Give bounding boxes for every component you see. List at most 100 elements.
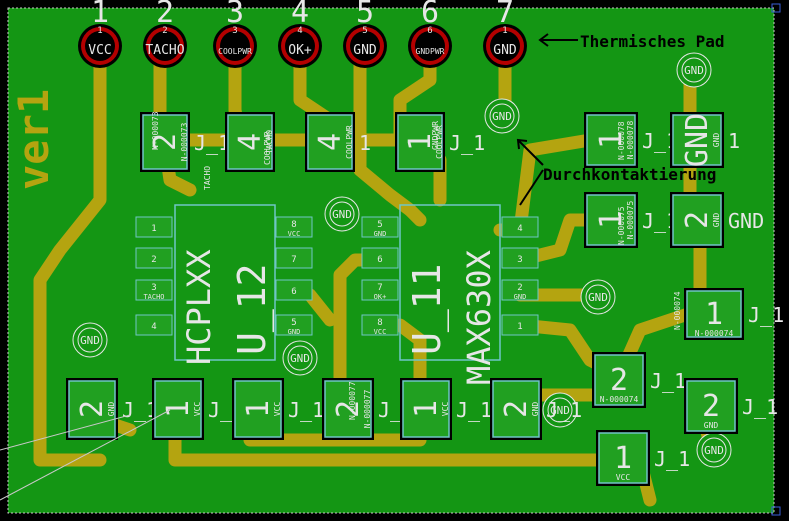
pad-ref: J_1 bbox=[288, 398, 324, 422]
pad-copper bbox=[68, 380, 116, 438]
pad-number: GND bbox=[680, 113, 715, 167]
pad-net: COOLPWR bbox=[345, 125, 354, 159]
via: GND bbox=[282, 340, 318, 376]
ic-pin-number: 4 bbox=[151, 322, 156, 332]
connector-pin-hole bbox=[220, 31, 250, 61]
pad-net: VCC bbox=[273, 402, 282, 417]
ic-pin-number: 6 bbox=[291, 287, 296, 297]
pad-copper bbox=[307, 114, 353, 170]
connector-pin-hole bbox=[490, 31, 520, 61]
pad-number: 2 bbox=[148, 133, 183, 151]
via-inner bbox=[77, 327, 103, 353]
via-label: GND bbox=[290, 352, 310, 365]
net-label: N-000078 bbox=[617, 121, 626, 160]
board-corner-mark bbox=[771, 3, 781, 13]
ic-left-ref: U_12 bbox=[230, 263, 275, 355]
via-label: GND bbox=[492, 110, 512, 123]
ic-pin-number: 7 bbox=[377, 283, 382, 293]
via: GND bbox=[324, 196, 360, 232]
arrow-line bbox=[519, 169, 544, 206]
pad-ref: J_1 bbox=[449, 131, 485, 155]
via: GND bbox=[676, 52, 712, 88]
pad-net: VCC bbox=[441, 402, 450, 417]
pad-number: 1 bbox=[594, 211, 629, 229]
pad-number: 2 bbox=[331, 400, 366, 418]
via: GND bbox=[72, 322, 108, 358]
connector-pin-label: GNDPWR bbox=[416, 47, 445, 56]
ic-pin-net: GND bbox=[374, 230, 387, 238]
via-label: GND bbox=[684, 64, 704, 77]
ic-right-value: MAX630X bbox=[460, 250, 498, 385]
connector-pin-num: 2 bbox=[162, 26, 167, 36]
connector-silk-number: 5 bbox=[356, 0, 374, 30]
connector-pin-label: OK+ bbox=[288, 43, 312, 58]
pad-net: N-000075 bbox=[626, 201, 635, 240]
via: GND bbox=[580, 279, 616, 315]
ic-pin-number: 5 bbox=[377, 220, 382, 230]
net-label: N-000075 bbox=[617, 206, 626, 245]
annotation-thermal-pad: Thermisches Pad bbox=[580, 32, 725, 51]
pad-net: N-000074 bbox=[600, 395, 639, 404]
pad-number: 1 bbox=[403, 133, 438, 151]
pad-copper bbox=[234, 380, 282, 438]
ic-pin-pad bbox=[361, 216, 399, 238]
net-label: COOLPWR bbox=[263, 131, 272, 165]
ic-pin-number: 3 bbox=[151, 283, 156, 293]
via-inner bbox=[489, 103, 515, 129]
pad-copper bbox=[402, 380, 450, 438]
connector-pin-label: COOLPWR bbox=[218, 47, 252, 56]
ic-pin-number: 1 bbox=[151, 224, 156, 234]
ic-pin-number: 2 bbox=[517, 283, 522, 293]
ic-pin-net: VCC bbox=[288, 230, 301, 238]
ic-pin-number: 1 bbox=[517, 322, 522, 332]
ic-pin-pad bbox=[275, 314, 313, 336]
pad-copper bbox=[142, 114, 188, 170]
ic-pin-net: OK+ bbox=[374, 293, 387, 301]
pad-net: COOLPWR bbox=[435, 125, 444, 159]
pad-net: N-000077 bbox=[363, 390, 372, 429]
ic-right-ref: U_11 bbox=[405, 263, 450, 355]
via-inner bbox=[585, 284, 611, 310]
ic-pin-pad bbox=[135, 279, 173, 301]
pad-net: GND bbox=[107, 402, 116, 417]
connector-pin-label: VCC bbox=[88, 43, 111, 58]
net-label: N-000074 bbox=[673, 291, 682, 330]
connector-silk-number: 2 bbox=[156, 0, 174, 30]
pad-number: 4 bbox=[233, 133, 268, 151]
pad-ref: J_1 bbox=[748, 303, 784, 327]
ic-pin-net: VCC bbox=[374, 328, 387, 336]
net-label: TACHO bbox=[203, 166, 212, 190]
ic-pin-number: 5 bbox=[291, 318, 296, 328]
connector-pin-label: GND bbox=[353, 43, 377, 58]
via-label: GND bbox=[704, 444, 724, 457]
net-label: GNDPWR bbox=[431, 121, 440, 150]
pad-copper bbox=[686, 290, 742, 338]
pad-ref: J_1 bbox=[194, 131, 230, 155]
pad-number: 1 bbox=[241, 400, 276, 418]
connector-pin-hole bbox=[285, 31, 315, 61]
pad-number: 1 bbox=[705, 297, 723, 332]
pad-copper bbox=[598, 432, 648, 484]
ic-pin-net: GND bbox=[514, 293, 527, 301]
ic-left-value: HCPLXX bbox=[180, 249, 218, 365]
ic-pin-pad bbox=[275, 279, 313, 301]
pad-copper bbox=[594, 354, 644, 406]
